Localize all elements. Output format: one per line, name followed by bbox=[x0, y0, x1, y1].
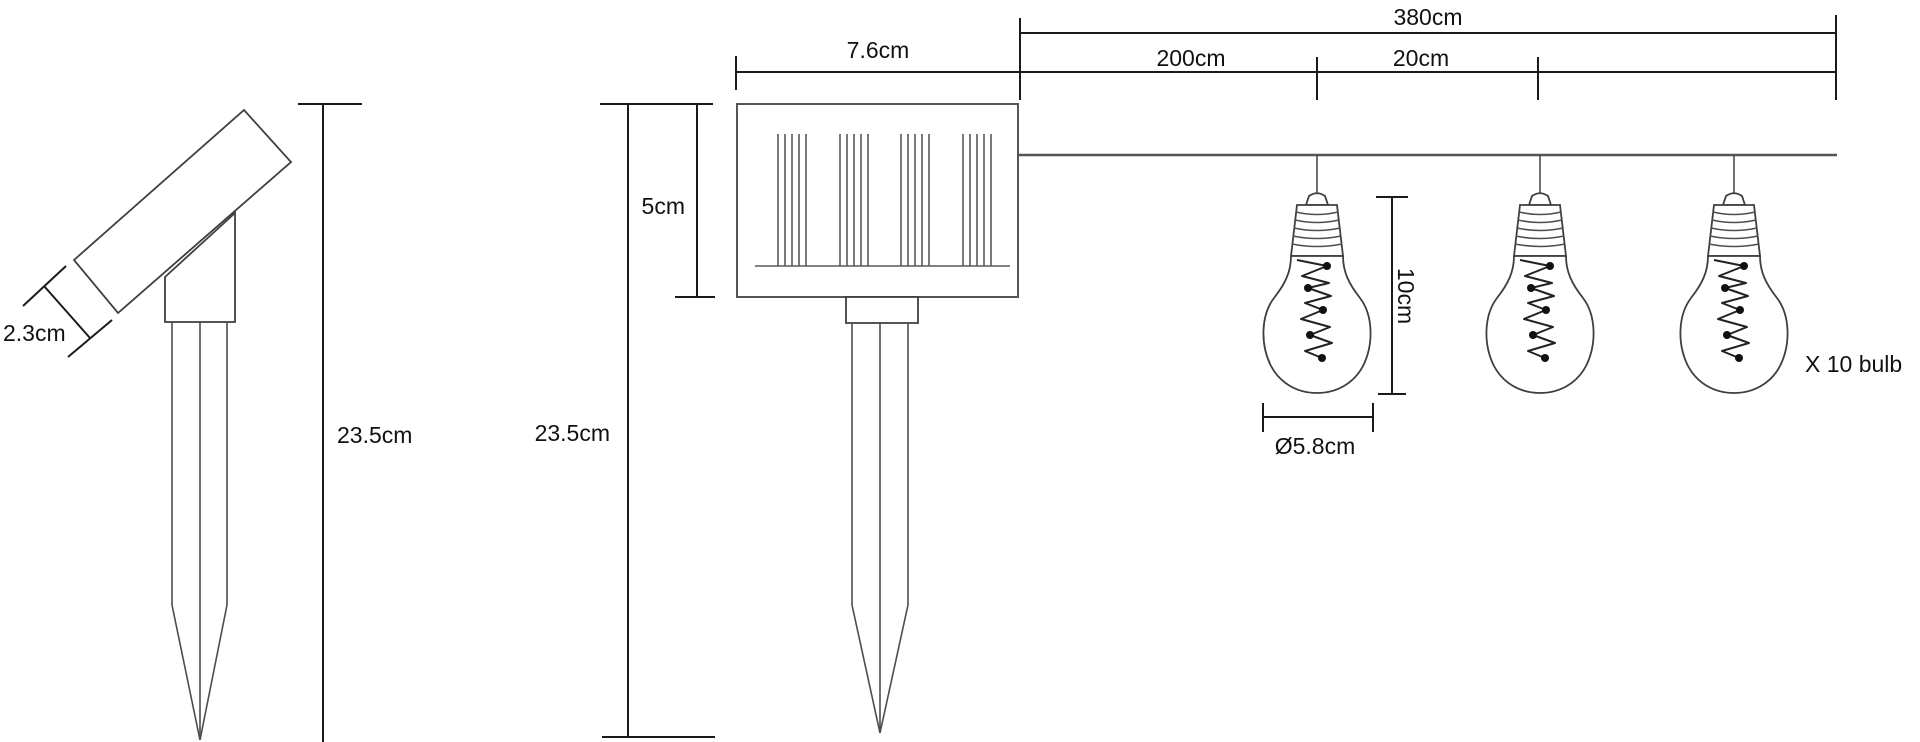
dim-panel-height: 5cm bbox=[642, 104, 715, 298]
spotlight-head bbox=[72, 108, 293, 315]
dim-bulb-height: 10cm bbox=[1376, 196, 1419, 395]
dim-label-panel-width: 7.6cm bbox=[847, 37, 910, 63]
dim-label-spot-stake-height: 23.5cm bbox=[337, 422, 412, 448]
dim-label-spot-head-width: 2.3cm bbox=[3, 320, 66, 346]
dim-label-bulb-height: 10cm bbox=[1393, 268, 1419, 324]
dim-panel-stake-height: 23.5cm bbox=[535, 103, 715, 738]
dim-label-bulb-diameter: Ø5.8cm bbox=[1275, 433, 1356, 459]
dim-label-lead-length: 200cm bbox=[1156, 45, 1225, 71]
dim-label-bulb-spacing: 20cm bbox=[1393, 45, 1449, 71]
solar-panel-spike bbox=[845, 296, 919, 734]
dim-bulb-diameter: Ø5.8cm bbox=[1262, 403, 1374, 459]
dim-total-length: 380cm bbox=[1019, 4, 1837, 100]
dim-label-total-length: 380cm bbox=[1393, 4, 1462, 30]
bulb-2 bbox=[1485, 154, 1595, 394]
spotlight-spike bbox=[165, 321, 235, 741]
dim-label-panel-height: 5cm bbox=[642, 193, 685, 219]
solar-panel-box bbox=[736, 103, 1019, 298]
bulb-3 bbox=[1679, 154, 1789, 394]
dim-panel-width: 7.6cm bbox=[735, 37, 1020, 90]
dim-spot-stake-height: 23.5cm bbox=[298, 103, 412, 742]
dim-lead-and-spacing: 200cm 20cm bbox=[1020, 45, 1836, 100]
spotlight-spike-figure bbox=[72, 108, 293, 741]
bulb-1 bbox=[1262, 154, 1372, 394]
string-lights-figure bbox=[1018, 153, 1837, 394]
dim-spot-head-width: 2.3cm bbox=[3, 265, 113, 358]
dim-label-panel-stake-height: 23.5cm bbox=[535, 420, 610, 446]
bulb-count-note: X 10 bulb bbox=[1805, 351, 1902, 377]
solar-panel-figure bbox=[736, 103, 1019, 734]
